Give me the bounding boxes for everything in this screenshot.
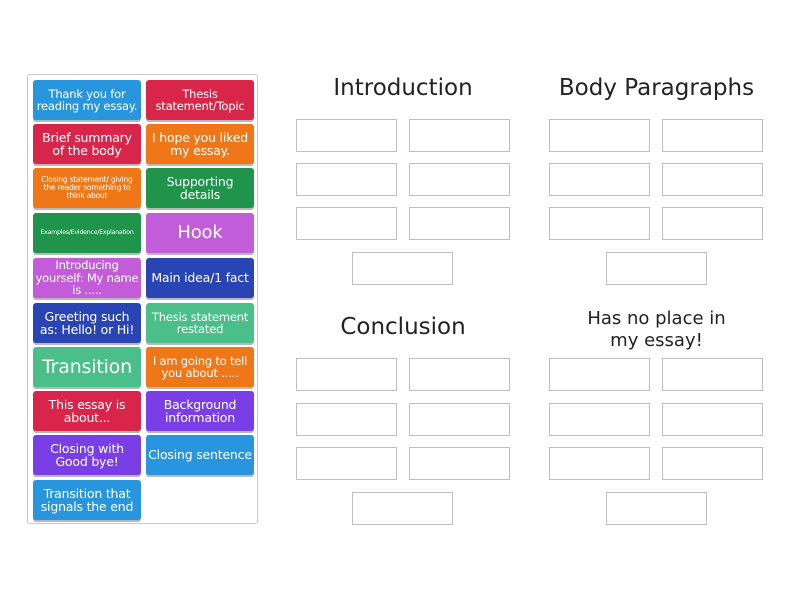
drop-slot[interactable] [409, 358, 510, 391]
drop-slot[interactable] [549, 403, 650, 436]
drop-slot[interactable] [296, 207, 397, 240]
drop-slot[interactable] [662, 403, 763, 436]
drop-slot[interactable] [409, 403, 510, 436]
tile-closing-statement[interactable]: Closing statement/ giving the reader som… [33, 168, 141, 208]
tile-hope-you-liked[interactable]: I hope you liked my essay. [146, 124, 254, 164]
drop-slot[interactable] [662, 447, 763, 480]
drop-slot[interactable] [549, 358, 650, 391]
group-title-no-place: Has no place in my essay! [587, 308, 726, 351]
tile-going-to-tell[interactable]: I am going to tell you about ..... [146, 347, 254, 387]
tile-this-essay-is-about[interactable]: This essay is about... [33, 391, 141, 431]
tile-thesis-statement-topic[interactable]: Thesis statement/Topic [146, 80, 254, 120]
drop-slot[interactable] [296, 358, 397, 391]
tile-hook[interactable]: Hook [146, 213, 254, 253]
drop-slot[interactable] [549, 163, 650, 196]
drop-slot[interactable] [296, 163, 397, 196]
group-title-introduction: Introduction [333, 75, 473, 101]
tile-supporting-details[interactable]: Supporting details [146, 168, 254, 208]
tile-examples-evidence[interactable]: Examples/Evidence/Explanation [33, 213, 141, 253]
drop-slot[interactable] [409, 119, 510, 152]
drop-slot[interactable] [549, 119, 650, 152]
tile-closing-sentence[interactable]: Closing sentence [146, 435, 254, 475]
drop-slot[interactable] [662, 163, 763, 196]
drop-slot[interactable] [352, 492, 453, 525]
drop-slot[interactable] [606, 492, 707, 525]
drop-slot[interactable] [549, 207, 650, 240]
drop-slot[interactable] [409, 207, 510, 240]
drop-slot[interactable] [549, 447, 650, 480]
drop-slot[interactable] [296, 403, 397, 436]
drop-slot[interactable] [296, 447, 397, 480]
tile-greeting[interactable]: Greeting such as: Hello! or Hi! [33, 303, 141, 343]
drop-slot[interactable] [662, 207, 763, 240]
drop-slot[interactable] [296, 119, 397, 152]
tile-transition[interactable]: Transition [33, 347, 141, 387]
drop-slot[interactable] [606, 252, 707, 285]
tile-brief-summary[interactable]: Brief summary of the body [33, 124, 141, 164]
tile-thesis-restated[interactable]: Thesis statement restated [146, 303, 254, 343]
drop-slot[interactable] [662, 358, 763, 391]
drop-slot[interactable] [662, 119, 763, 152]
tile-background-information[interactable]: Background information [146, 391, 254, 431]
tile-thank-you[interactable]: Thank you for reading my essay. [33, 80, 141, 120]
tile-transition-end[interactable]: Transition that signals the end [33, 480, 141, 520]
drop-slot[interactable] [409, 447, 510, 480]
tile-main-idea[interactable]: Main idea/1 fact [146, 258, 254, 298]
group-title-body-paragraphs: Body Paragraphs [558, 75, 755, 101]
tiles-panel: Thank you for reading my essay. Thesis s… [27, 74, 258, 524]
tile-closing-good-bye[interactable]: Closing with Good bye! [33, 435, 141, 475]
drop-slot[interactable] [409, 163, 510, 196]
tile-introducing-yourself[interactable]: Introducing yourself: My name is ..... [33, 258, 141, 298]
drop-slot[interactable] [352, 252, 453, 285]
group-title-conclusion: Conclusion [340, 314, 466, 340]
